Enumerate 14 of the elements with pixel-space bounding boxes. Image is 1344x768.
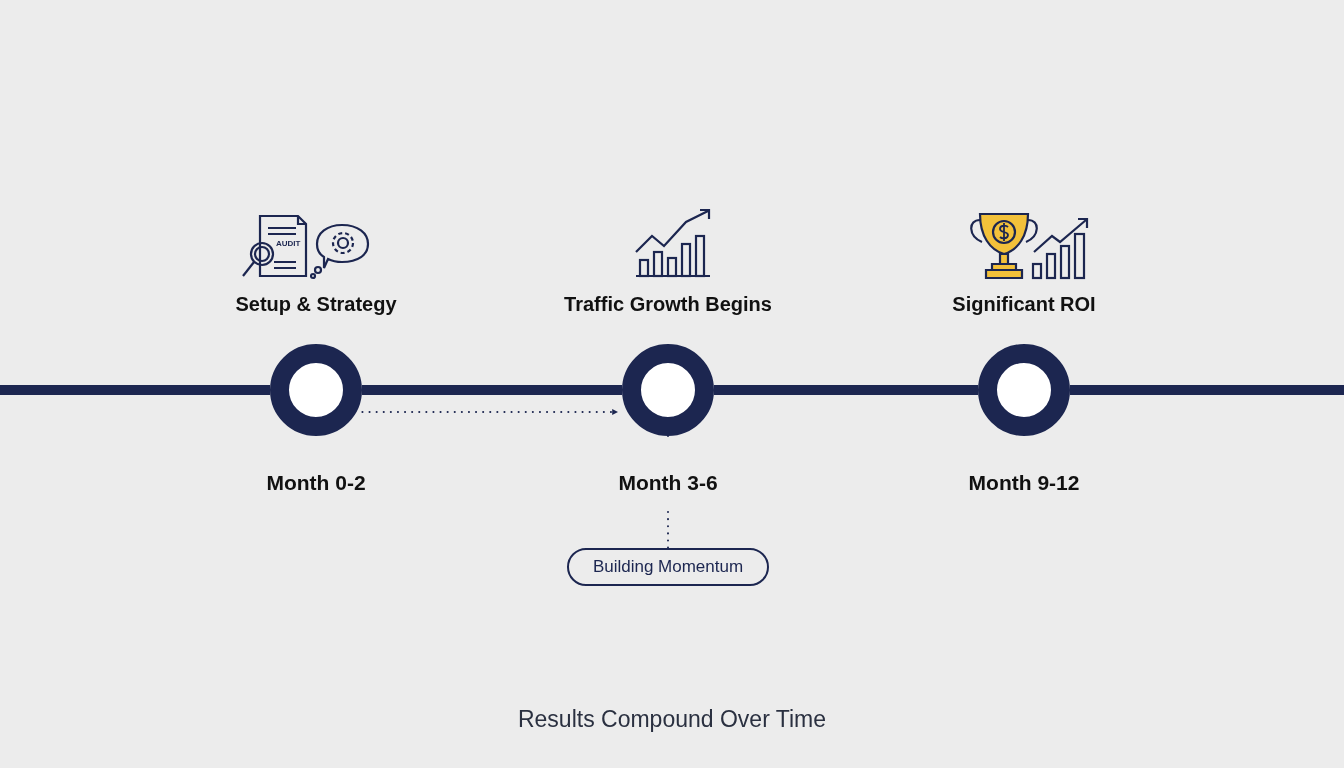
- timeline-line: [0, 385, 270, 395]
- icon-label: AUDIT: [276, 239, 301, 248]
- timeline-line: [362, 385, 622, 395]
- milestone-title: Significant ROI: [951, 293, 1097, 316]
- milestone-title: Setup & Strategy: [234, 293, 398, 316]
- timeline-line: [1070, 385, 1344, 395]
- milestone-period: Month 0-2: [265, 471, 367, 495]
- milestone-period: Month 9-12: [967, 471, 1081, 495]
- phase-pill: Building Momentum: [567, 548, 769, 586]
- timeline-line: [714, 385, 978, 395]
- caption: Results Compound Over Time: [516, 706, 828, 733]
- milestone-title: Traffic Growth Begins: [563, 293, 773, 316]
- arrow: [361, 409, 619, 415]
- milestone-period: Month 3-6: [617, 471, 719, 495]
